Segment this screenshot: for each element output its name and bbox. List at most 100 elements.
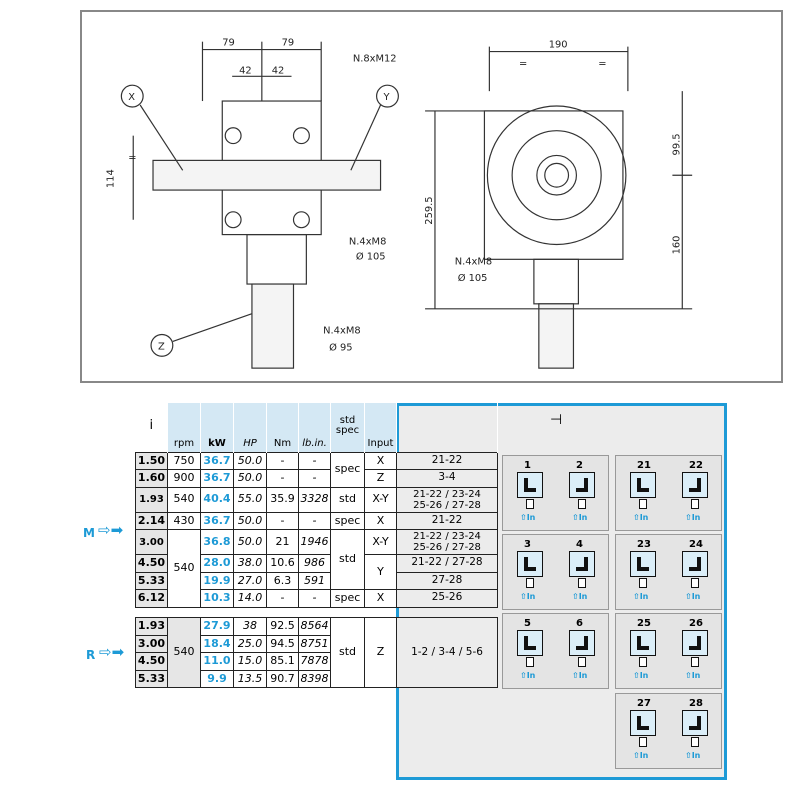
dim-190: 190: [549, 40, 568, 51]
kw: 9.9: [200, 669, 234, 688]
lbin: 1946: [298, 529, 331, 555]
header-nm: Nm: [266, 403, 299, 452]
hp: 38: [233, 617, 267, 636]
bevel-gear-icon: [524, 478, 536, 492]
equal-mark-side-2: =: [598, 58, 606, 69]
kw: 11.0: [200, 652, 234, 671]
nm: 92.5: [266, 617, 299, 636]
config-number: 25: [637, 618, 651, 629]
input-arrow-icon: ⇧In: [572, 513, 588, 522]
hp: 25.0: [233, 634, 267, 653]
header-std: std: [339, 414, 356, 426]
config-number: 5: [524, 618, 531, 629]
input-label: In: [526, 513, 536, 522]
lbin: 7878: [298, 652, 331, 671]
input-label: In: [526, 671, 536, 680]
input-label: In: [639, 592, 649, 601]
nm: 35.9: [266, 486, 299, 513]
input: X: [364, 511, 397, 530]
configs: 25-26: [396, 589, 498, 608]
ratio: 5.33: [135, 669, 168, 688]
input-arrow-icon: ⇧In: [633, 671, 649, 680]
dim-160: 160: [671, 236, 682, 255]
input: X-Y: [364, 529, 397, 555]
shaft-icon: [639, 499, 647, 509]
dim-79-right: 79: [282, 38, 295, 49]
configs: 21-22 / 27-28: [396, 554, 498, 573]
lbin: 8751: [298, 634, 331, 653]
gearbox-unit-icon: 28 ⇧In: [682, 698, 708, 760]
input-label: In: [691, 592, 701, 601]
type: std: [330, 486, 365, 513]
hp: 15.0: [233, 652, 267, 671]
equal-mark-side: =: [519, 58, 527, 69]
hp: 14.0: [233, 589, 267, 608]
input-label: In: [578, 671, 588, 680]
kw: 36.8: [200, 529, 234, 555]
dim-42-left: 42: [239, 65, 252, 76]
header-hp: HP: [233, 403, 267, 452]
bevel-gear-icon: [637, 557, 649, 571]
config-box: 25 ⇧In 26⇧In: [615, 613, 722, 689]
input-arrow-icon: ⇧In: [633, 592, 649, 601]
input-arrow-icon: ⇧In: [572, 671, 588, 680]
bevel-gear-icon: [689, 636, 701, 650]
nm: -: [266, 451, 299, 470]
kw: 36.7: [200, 469, 234, 488]
config-number: 28: [689, 698, 703, 709]
bevel-gear-icon: [576, 478, 588, 492]
ratio: 1.93: [135, 617, 168, 636]
configs-line: 25-26 / 27-28: [413, 542, 481, 553]
rpm: 750: [167, 451, 201, 470]
ratio: 1.93: [135, 486, 168, 513]
input-arrow-icon: ⇧In: [685, 751, 701, 760]
ratio: 2.14: [135, 511, 168, 530]
input-label: In: [691, 751, 701, 760]
bevel-gear-icon: [637, 478, 649, 492]
config-number: 21: [637, 460, 651, 471]
input-label: In: [526, 592, 536, 601]
config-number: 4: [576, 539, 583, 550]
lbin: 8398: [298, 669, 331, 688]
kw: 40.4: [200, 486, 234, 513]
config-number: 27: [637, 698, 651, 709]
nm: -: [266, 469, 299, 488]
input: X: [364, 589, 397, 608]
hp: 27.0: [233, 571, 267, 590]
flange-z-bolts: N.4xM8: [323, 326, 360, 337]
gearbox-unit-icon: 23 ⇧In: [630, 539, 656, 601]
input-arrow-icon: ⇧In: [633, 513, 649, 522]
gearbox-unit-icon: 1⇧In: [517, 460, 543, 522]
nm: -: [266, 589, 299, 608]
gearbox-unit-icon: 6 ⇧In: [569, 618, 595, 680]
config-number: 6: [576, 618, 583, 629]
config-number: 23: [637, 539, 651, 550]
nm: 21: [266, 529, 299, 555]
config-number: 22: [689, 460, 703, 471]
gearbox-unit-icon: 26⇧In: [682, 618, 708, 680]
ratio: 1.50: [135, 451, 168, 470]
config-number: 2: [576, 460, 583, 471]
shaft-icon: [691, 499, 699, 509]
configs: 27-28: [396, 571, 498, 590]
gearbox-unit-icon: 3⇧In: [517, 539, 543, 601]
input: Z: [364, 469, 397, 488]
flange-y-bolts: N.4xM8: [349, 236, 386, 247]
type: std: [330, 617, 365, 688]
m-label: M: [83, 526, 95, 540]
shaft-icon: [691, 657, 699, 667]
header-kw: kW: [200, 403, 234, 452]
config-number: 3: [524, 539, 531, 550]
lbin: -: [298, 469, 331, 488]
config-number: 1: [524, 460, 531, 471]
input-label: In: [639, 671, 649, 680]
